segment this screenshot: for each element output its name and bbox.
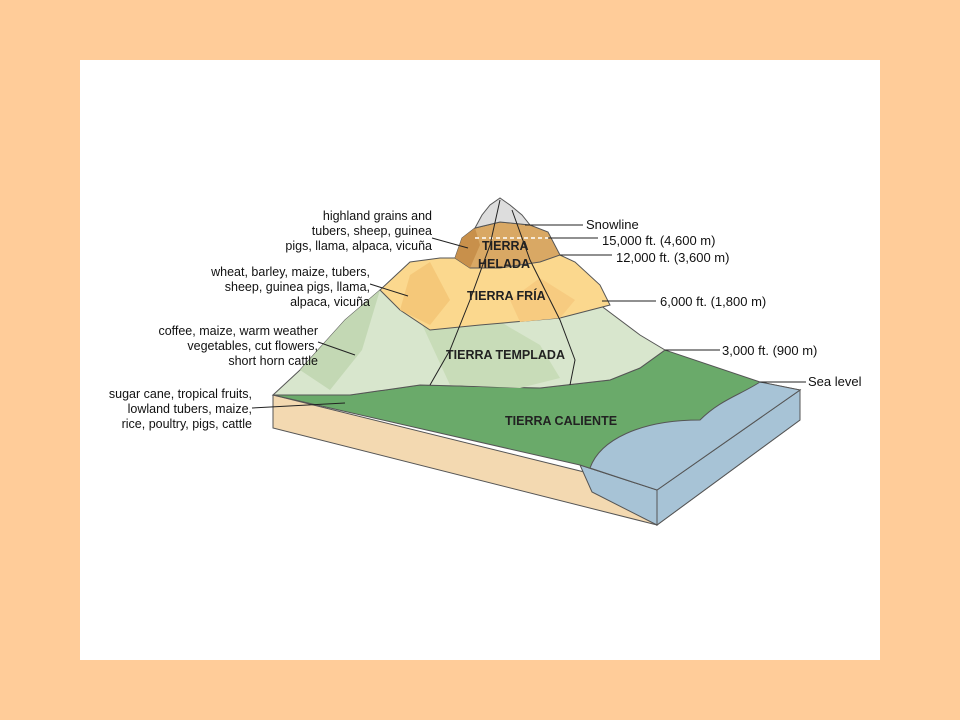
zone-label-templada: TIERRA TEMPLADA [446,348,565,362]
svg-text:highland grains and: highland grains and [323,209,432,223]
sea-surface [589,381,802,491]
svg-text:coffee, maize, warm weather: coffee, maize, warm weather [158,324,318,338]
fria-shadow [400,262,450,325]
elev-15000: 15,000 ft. (4,600 m) [602,233,715,248]
crop-label-caliente: sugar cane, tropical fruits, lowland tub… [109,387,252,431]
svg-text:pigs, llama, alpaca, vicuña: pigs, llama, alpaca, vicuña [285,239,432,253]
crop-label-fria: wheat, barley, maize, tubers, sheep, gui… [210,265,370,309]
svg-text:alpaca, vicuña: alpaca, vicuña [290,295,370,309]
elev-3000: 3,000 ft. (900 m) [722,343,817,358]
svg-text:rice, poultry, pigs, cattle: rice, poultry, pigs, cattle [122,417,252,431]
svg-text:sugar cane, tropical fruits,: sugar cane, tropical fruits, [109,387,252,401]
zone-label-helada-2: HELADA [478,257,530,271]
leader-caliente [251,402,346,409]
templada-shadow-left [300,290,380,390]
zone-label-fria: TIERRA FRÍA [467,288,546,303]
svg-text:wheat, barley, maize, tubers,: wheat, barley, maize, tubers, [210,265,370,279]
ridge-line-right [511,209,576,386]
tierra-helada-band [454,221,561,269]
fria-shadow-right [510,278,575,322]
elev-12000: 12,000 ft. (3,600 m) [616,250,729,265]
templada-shadow-center [420,310,560,388]
leader-fria [369,283,409,297]
svg-text:lowland tubers, maize,: lowland tubers, maize, [128,402,252,416]
leader-templada [317,341,356,356]
svg-text:tubers, sheep, guinea: tubers, sheep, guinea [312,224,432,238]
zone-label-caliente: TIERRA CALIENTE [505,414,617,428]
ridge-line-left [429,199,501,386]
elev-snowline: Snowline [586,217,639,232]
svg-text:vegetables, cut flowers,: vegetables, cut flowers, [187,339,318,353]
svg-text:sheep, guinea pigs, llama,: sheep, guinea pigs, llama, [225,280,370,294]
zone-label-helada-1: TIERRA [482,239,529,253]
crop-label-helada: highland grains and tubers, sheep, guine… [285,209,432,253]
crop-label-templada: coffee, maize, warm weather vegetables, … [158,324,318,368]
elev-6000: 6,000 ft. (1,800 m) [660,294,766,309]
leader-helada [431,237,469,249]
elev-sea: Sea level [808,374,862,389]
svg-text:short horn cattle: short horn cattle [228,354,318,368]
